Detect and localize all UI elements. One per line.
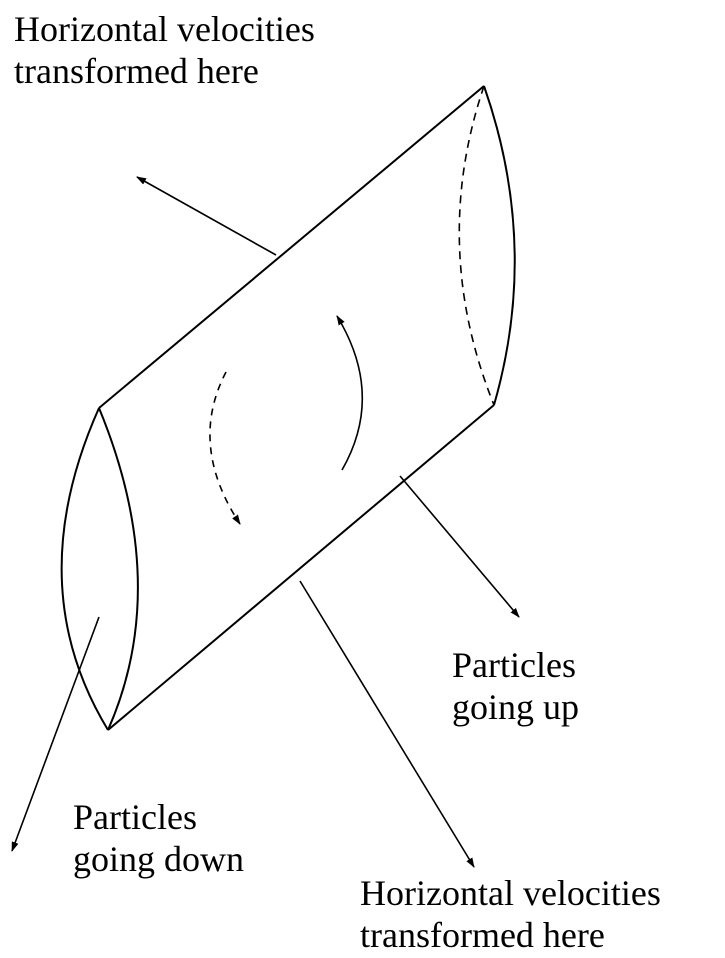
cylinder-bottom-edge — [107, 404, 495, 731]
top-left-label: Horizontal velocities transformed here — [14, 8, 315, 92]
bottom-right-label-line2: transformed here — [360, 915, 605, 955]
upward-circulation-arrow — [336, 315, 364, 471]
particles-up-arrow — [399, 475, 520, 618]
particles-down-label-line1: Particles — [73, 797, 197, 837]
top-edge-arrow — [136, 176, 277, 256]
cylinder-top-edge — [98, 85, 485, 409]
bottom-edge-arrow — [299, 580, 475, 868]
particles-down-arrow — [11, 616, 100, 852]
left-cap-outer-arc — [60, 407, 109, 731]
downward-circulation-arrow — [209, 371, 241, 525]
bottom-right-label: Horizontal velocities transformed here — [360, 872, 661, 956]
top-left-label-line1: Horizontal velocities — [14, 9, 315, 49]
particles-down-label: Particles going down — [73, 796, 244, 880]
right-cap-front-arc — [483, 85, 516, 406]
particles-up-label-line1: Particles — [452, 645, 576, 685]
left-cap-inner-arc — [98, 407, 139, 731]
particles-up-label: Particles going up — [452, 644, 579, 728]
bottom-right-label-line1: Horizontal velocities — [360, 873, 661, 913]
right-cap-back-arc — [458, 85, 495, 406]
top-left-label-line2: transformed here — [14, 51, 259, 91]
particles-down-label-line2: going down — [73, 839, 244, 879]
particles-up-label-line2: going up — [452, 687, 580, 727]
